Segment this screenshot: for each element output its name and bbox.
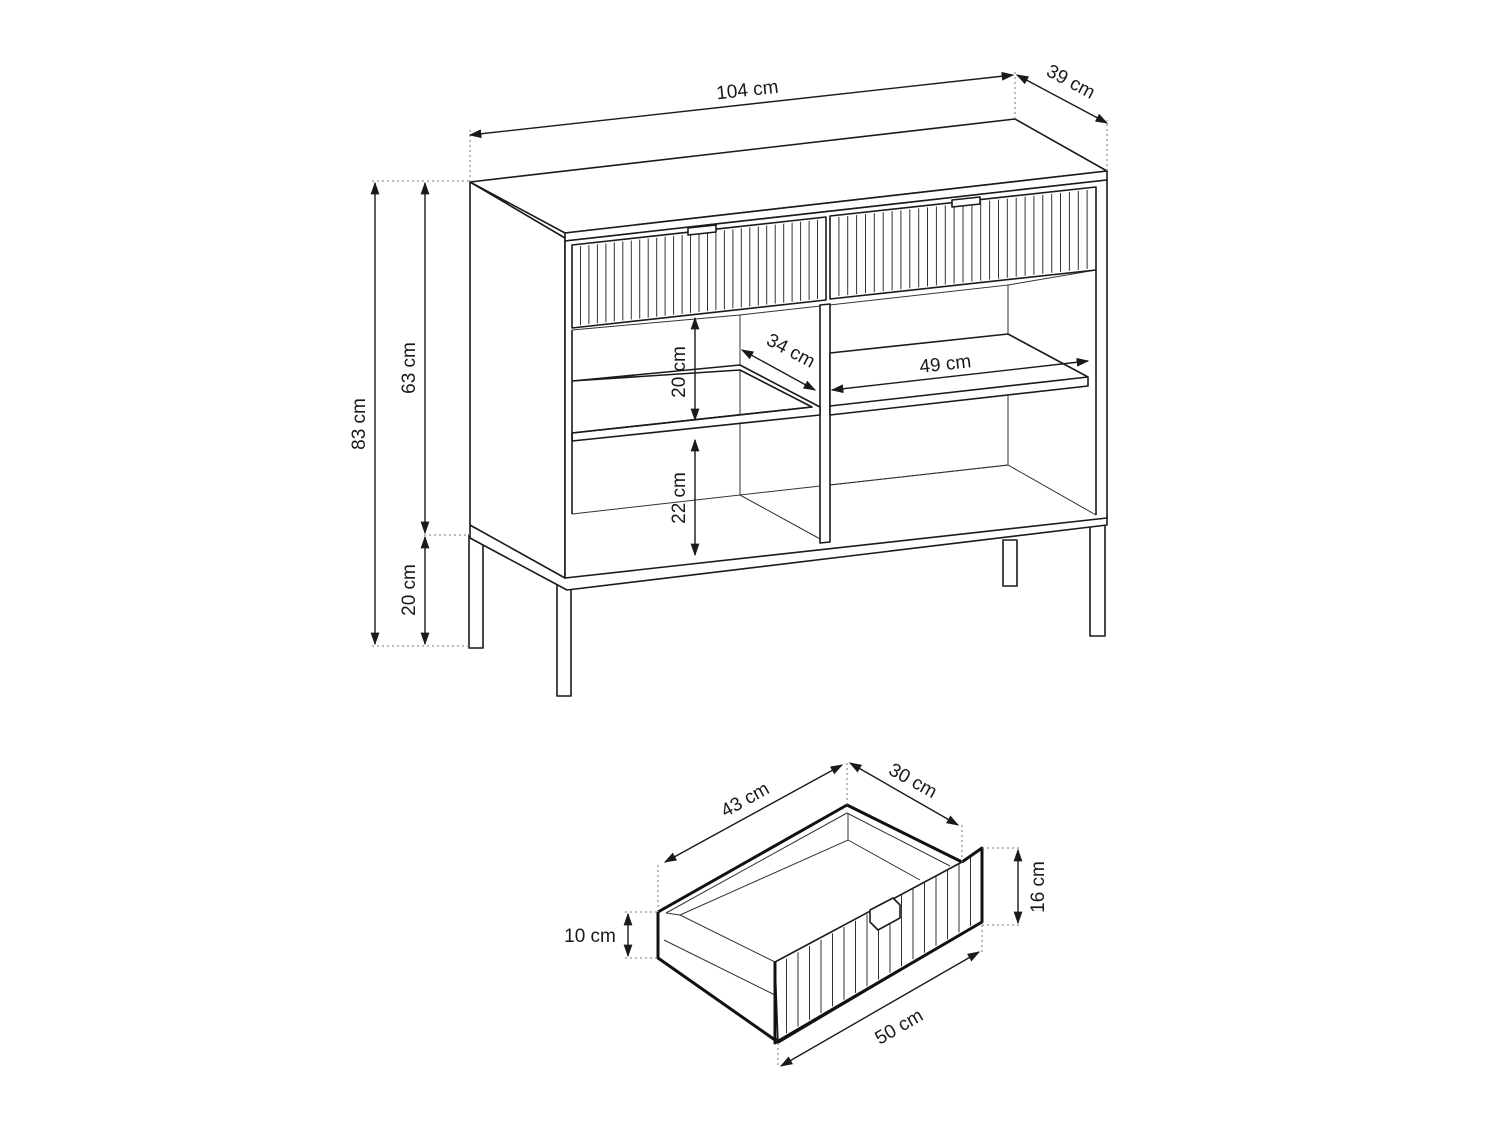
dim-leg-height: 20 cm	[399, 535, 430, 646]
drawer-handle	[869, 897, 901, 931]
dim-total-height: 83 cm	[349, 180, 470, 647]
label-body-height: 63 cm	[399, 342, 420, 394]
drawer-drawing: 43 cm 30 cm 16 cm 10 cm 50 cm	[564, 759, 1049, 1068]
dim-shelf-upper: 20 cm	[669, 316, 700, 422]
sideboard-drawers	[571, 186, 1097, 329]
dim-body-height: 63 cm	[399, 181, 470, 536]
label-drawer-front-width: 50 cm	[872, 1005, 927, 1049]
label-shelf-upper: 20 cm	[669, 346, 690, 398]
label-drawer-side-height: 10 cm	[564, 926, 616, 947]
dim-drawer-front-height: 16 cm	[982, 847, 1049, 926]
label-drawer-depth: 30 cm	[885, 759, 940, 802]
drawer-handle-left	[687, 224, 717, 236]
label-total-height: 83 cm	[349, 398, 370, 450]
label-leg-height: 20 cm	[399, 564, 420, 616]
label-drawer-front-height: 16 cm	[1028, 861, 1049, 913]
dim-shelf-width: 49 cm	[830, 351, 1090, 394]
dim-drawer-side-height: 10 cm	[564, 911, 658, 959]
label-width: 104 cm	[715, 77, 779, 105]
label-drawer-length: 43 cm	[718, 778, 773, 821]
sideboard-side-panel	[469, 181, 566, 579]
dim-shelf-lower: 22 cm	[669, 438, 700, 557]
drawer-handle-right	[951, 196, 981, 208]
label-depth: 39 cm	[1043, 61, 1099, 104]
label-shelf-lower: 22 cm	[669, 472, 690, 524]
sideboard-drawing: 104 cm 39 cm 83 cm 63 cm 20 cm	[349, 61, 1109, 697]
